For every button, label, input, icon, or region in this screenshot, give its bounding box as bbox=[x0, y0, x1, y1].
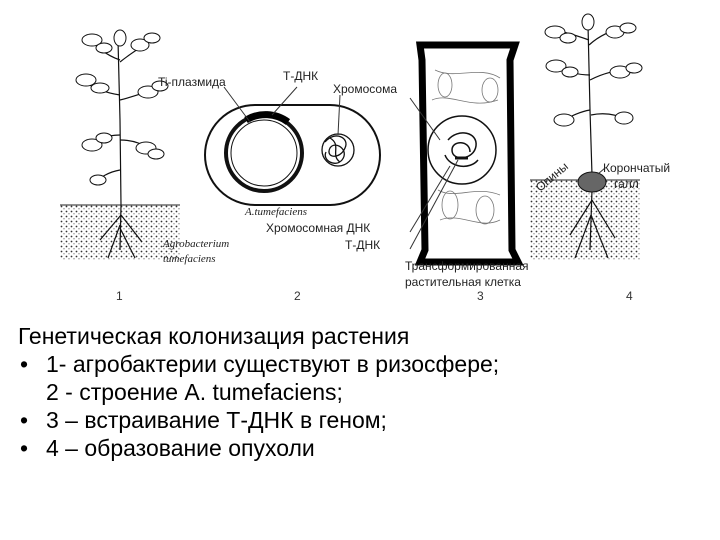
panel-number-2: 2 bbox=[294, 289, 301, 303]
t-dna-segment bbox=[244, 111, 291, 125]
bullet-marker: • bbox=[20, 435, 29, 461]
caption-list: • 1- агробактерии существуют в ризосфере;… bbox=[18, 350, 708, 462]
caption-item: • 4 – образование опухоли bbox=[18, 434, 708, 462]
bullet-marker: • bbox=[20, 407, 29, 433]
plant-1-leaves bbox=[75, 29, 169, 186]
bullet-marker: • bbox=[20, 351, 29, 377]
species-label: A.tumefaciens bbox=[244, 206, 307, 218]
chromosome-label: Хромосома bbox=[333, 82, 397, 96]
chromosomal-dna-label: Хромосомная ДНК bbox=[266, 221, 370, 235]
nucleus bbox=[427, 115, 497, 185]
tumefaciens-label: tumefaciens bbox=[163, 253, 216, 265]
caption-item-text: 4 – образование опухоли bbox=[46, 435, 315, 461]
caption-title: Генетическая колонизация растения bbox=[18, 323, 410, 349]
panel-number-1: 1 bbox=[116, 289, 123, 303]
crown-gall-tumor bbox=[577, 171, 607, 193]
soil-4 bbox=[530, 179, 640, 260]
ti-plasmid-label: Ti-плазмида bbox=[158, 75, 226, 89]
nucleus-chromatin bbox=[444, 132, 479, 167]
soil-1 bbox=[60, 204, 180, 260]
colonization-diagram: Agrobacterium tumefaciens 1 Ti-плазмида … bbox=[60, 13, 670, 303]
cell-interior-texture bbox=[431, 69, 501, 225]
panel-4-tumor-formation: Опины Корончатый галл 4 bbox=[530, 13, 670, 303]
plant-4-leaves bbox=[544, 13, 643, 127]
caption-block: Генетическая колонизация растения • 1- аг… bbox=[18, 322, 708, 462]
caption-item-text: 1- агробактерии существуют в ризосфере; bbox=[46, 351, 500, 377]
caption-item: • 1- агробактерии существуют в ризосфере; bbox=[18, 350, 708, 378]
panel-1-plant-rhizosphere: Agrobacterium tumefaciens 1 bbox=[60, 29, 229, 303]
plant-4-illustration bbox=[549, 24, 633, 176]
caption-item: 2 - строение A. tumefaciens; bbox=[18, 378, 708, 406]
panel-number-3: 3 bbox=[477, 289, 484, 303]
panel-number-4: 4 bbox=[626, 289, 633, 303]
agrobacterium-label: Agrobacterium bbox=[162, 238, 229, 250]
transformed-cell-label-1: Трансформированная bbox=[405, 259, 529, 273]
panel-3-transformed-cell: Трансформированная растительная клетка 3 bbox=[405, 41, 529, 303]
caption-item: • 3 – встраивание Т-ДНК в геном; bbox=[18, 406, 708, 434]
panel-2-bacterium-structure: Ti-плазмида Т-ДНК Хромосома A.tumefacien… bbox=[158, 69, 397, 303]
t-dna-bottom-label: Т-ДНК bbox=[345, 238, 380, 252]
t-dna-top-label: Т-ДНК bbox=[283, 69, 318, 83]
crown-gall-label-1: Корончатый bbox=[603, 161, 670, 175]
transformed-cell-label-2: растительная клетка bbox=[405, 275, 521, 289]
caption-item-text: 2 - строение A. tumefaciens; bbox=[46, 379, 343, 405]
crown-gall-label-2: галл bbox=[614, 177, 639, 191]
ti-plasmid-ring bbox=[224, 113, 304, 193]
caption-item-text: 3 – встраивание Т-ДНК в геном; bbox=[46, 407, 387, 433]
